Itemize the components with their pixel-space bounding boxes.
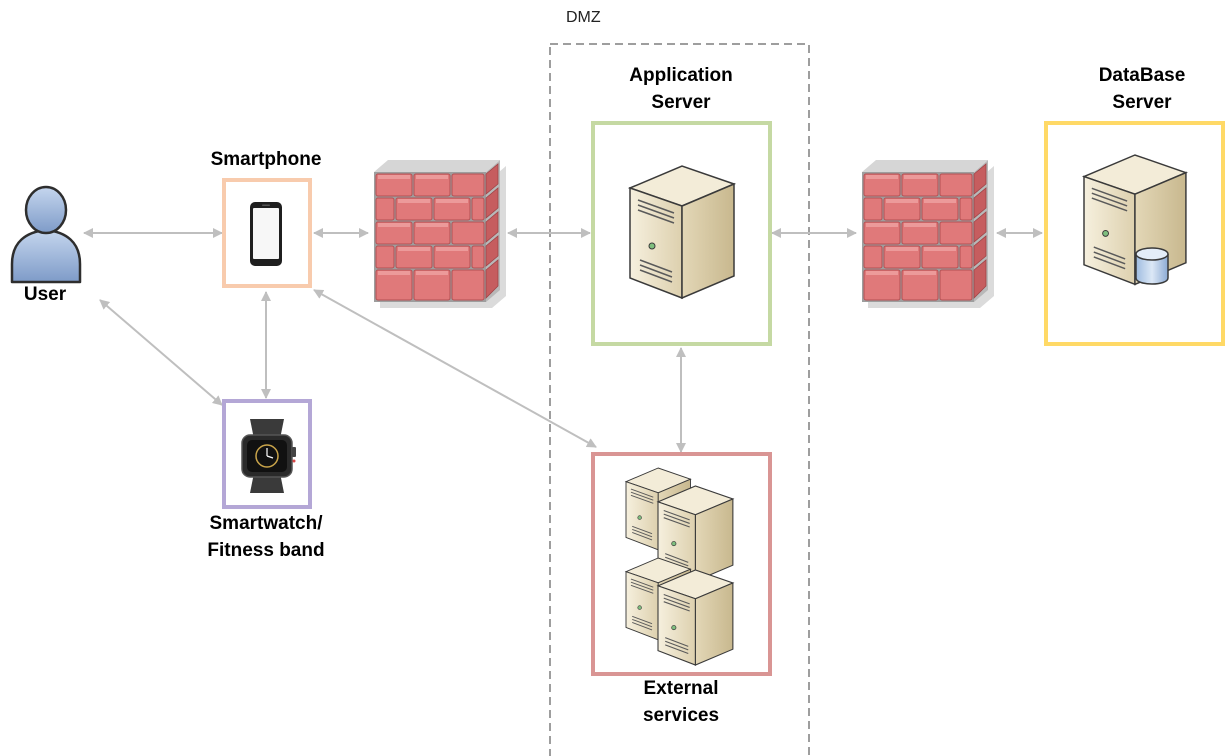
user-label: User (23, 284, 67, 305)
external-services-box (591, 452, 772, 676)
db-server-label-line1: DataBase (1098, 65, 1186, 86)
external-services-label-line1: External (643, 678, 719, 699)
smartphone-box (222, 178, 312, 288)
smartphone-label: Smartphone (210, 149, 322, 170)
app-server-box (591, 121, 772, 346)
smartwatch-icon (241, 419, 296, 493)
smartphone-icon (250, 202, 282, 266)
connections (83, 228, 1043, 453)
db-server-label: DataBase Server (1062, 62, 1222, 116)
firewall-icon (861, 159, 995, 309)
database-server-icon (1083, 154, 1187, 286)
smartwatch-label-line2: Fitness band (207, 540, 325, 561)
firewall-icon (373, 159, 507, 309)
connector-user-smartwatch (99, 299, 223, 406)
db-server-label-line2: Server (1112, 92, 1172, 113)
server-icon (629, 165, 735, 299)
smartwatch-label: Smartwatch/ Fitness band (186, 510, 346, 564)
external-services-label-line2: services (642, 705, 720, 726)
smartwatch-box (222, 399, 312, 509)
app-server-label-line1: Application (629, 65, 733, 86)
dmz-label: DMZ (566, 9, 601, 26)
app-server-label-line2: Server (651, 92, 711, 113)
app-server-label: Application Server (601, 62, 761, 116)
smartwatch-label-line1: Smartwatch/ (209, 513, 323, 534)
user-icon (10, 185, 82, 284)
external-services-label: External services (601, 675, 761, 729)
db-server-box (1044, 121, 1225, 346)
connector-smartphone-external (313, 289, 597, 448)
server-cluster-icon (625, 467, 734, 666)
